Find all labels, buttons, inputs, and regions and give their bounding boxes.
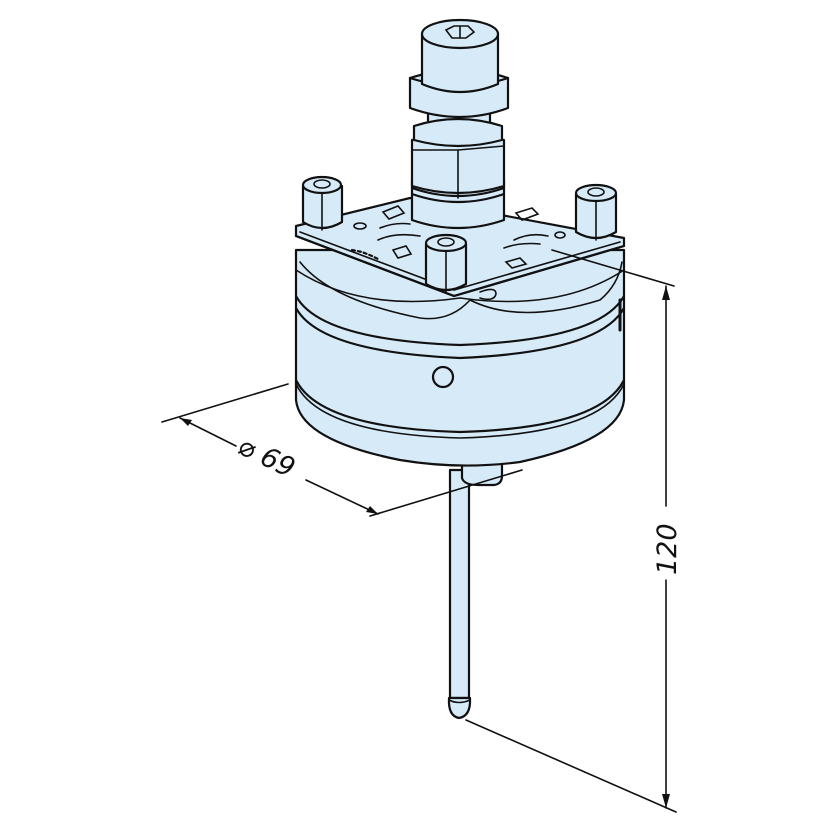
shank: [408, 18, 510, 230]
extension-line-top: [551, 249, 675, 287]
height-label: 120: [652, 523, 683, 575]
height-dimension: 120: [465, 249, 683, 813]
extension-line-left: [161, 383, 289, 423]
side-hole: [431, 365, 455, 389]
arrow-head-icon: [366, 506, 378, 514]
stylus: [447, 468, 472, 720]
standoff-bolt-front: [424, 233, 468, 293]
standoff-bolt-left: [301, 175, 344, 231]
arrow-head-icon: [662, 794, 670, 808]
diameter-label: ⌀ 69: [233, 430, 300, 484]
extension-line-right: [369, 469, 523, 517]
plate-slot: [381, 205, 406, 220]
arrow-head-icon: [180, 418, 192, 426]
probe-body: [294, 248, 626, 467]
shank-socket-head: [420, 32, 500, 94]
arrow-head-icon: [662, 286, 670, 300]
hex-socket-icon: [444, 25, 476, 39]
standoff-bolt-right: [574, 183, 618, 241]
stylus-ball: [447, 696, 472, 720]
extension-line-bottom: [465, 719, 677, 813]
